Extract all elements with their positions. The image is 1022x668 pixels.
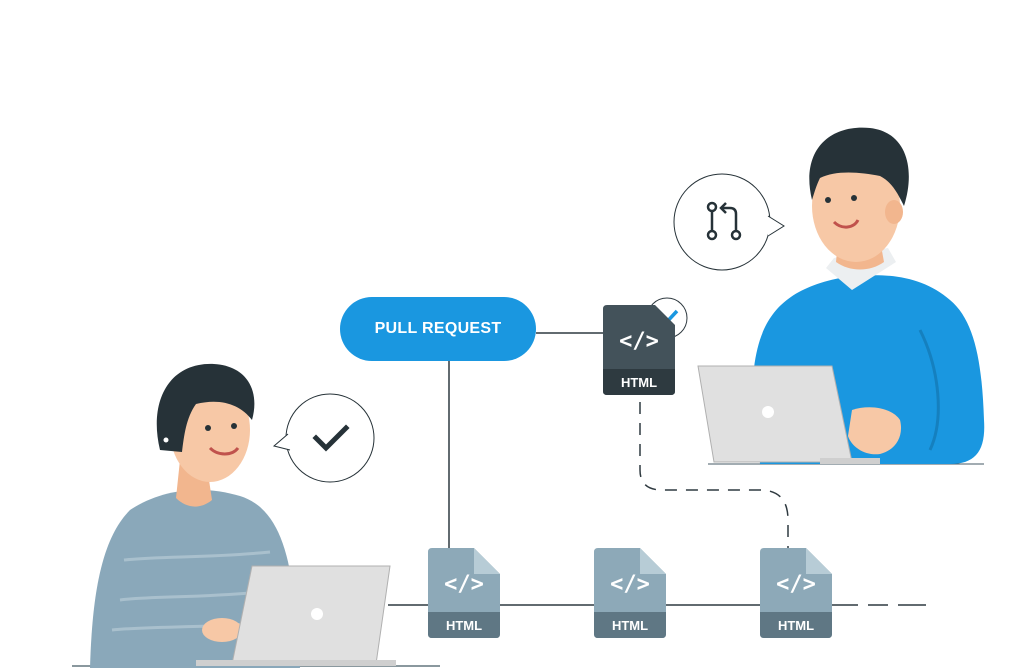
code-icon: </> xyxy=(610,572,650,597)
approval-speech-bubble xyxy=(272,393,375,483)
file-shape xyxy=(760,548,832,638)
merge-dashed-line xyxy=(639,402,789,548)
html-file-3: </> HTML xyxy=(760,548,832,638)
html-file-approved: </> HTML xyxy=(603,305,675,395)
file-type-label: HTML xyxy=(611,617,649,633)
code-icon: </> xyxy=(444,572,484,597)
code-icon: </> xyxy=(776,572,816,597)
check-icon xyxy=(312,424,350,452)
git-pull-request-icon xyxy=(706,201,742,241)
file-type-label: HTML xyxy=(777,617,815,633)
file-shape xyxy=(594,548,666,638)
laptop-left xyxy=(196,565,396,666)
html-file-2: </> HTML xyxy=(594,548,666,638)
file-shape xyxy=(603,305,675,395)
html-file-1: </> HTML xyxy=(428,548,500,638)
merge-speech-bubble xyxy=(673,173,785,271)
file-type-label: HTML xyxy=(445,617,483,633)
file-shape xyxy=(428,548,500,638)
pull-request-button[interactable]: PULL REQUEST xyxy=(340,297,536,361)
code-icon: </> xyxy=(619,329,659,354)
laptop-right xyxy=(697,365,880,464)
connector-lines xyxy=(388,332,926,606)
file-type-label: HTML xyxy=(620,374,658,390)
